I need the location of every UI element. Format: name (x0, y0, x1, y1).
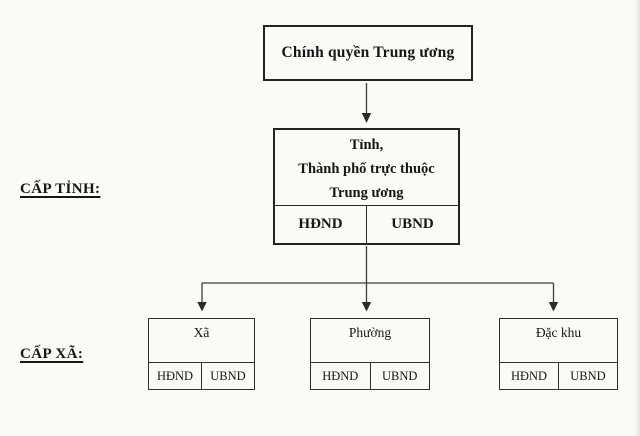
province-council-cell: HĐND (275, 206, 367, 243)
province-cells-row: HĐND UBND (275, 206, 458, 243)
arrow-down-icon (197, 302, 207, 312)
commune-box-dac-khu: Đặc khu HĐND UBND (499, 318, 618, 390)
commune-cells-row: HĐND UBND (500, 363, 617, 389)
province-box: Tỉnh, Thành phố trực thuộc Trung ương HĐ… (273, 128, 460, 245)
commune-committee-cell: UBND (382, 368, 418, 383)
side-label-province-level: CẤP TỈNH: (20, 181, 101, 197)
commune-council-cell: HĐND (311, 363, 371, 389)
commune-council-cell: HĐND (500, 363, 559, 389)
commune-title: Đặc khu (500, 319, 617, 363)
commune-committee-cell: UBND (570, 368, 606, 383)
arrow-down-icon (361, 83, 372, 123)
commune-committee-cell: UBND (210, 368, 246, 383)
central-government-box: Chính quyền Trung ương (263, 25, 473, 81)
arrow-down-icon (548, 302, 559, 312)
commune-council-cell: HĐND (149, 363, 202, 389)
commune-title: Xã (149, 319, 254, 363)
commune-box-xa: Xã HĐND UBND (148, 318, 255, 390)
commune-title: Phường (311, 319, 429, 363)
province-title-line: Trung ương (329, 185, 404, 201)
province-title: Tỉnh, Thành phố trực thuộc Trung ương (275, 130, 458, 206)
arrow-down-icon (361, 302, 372, 312)
commune-cells-row: HĐND UBND (311, 363, 429, 389)
province-title-line: Tỉnh, (349, 137, 384, 153)
province-title-line: Thành phố trực thuộc (298, 161, 435, 177)
side-label-commune-level: CẤP XÃ: (20, 346, 84, 362)
branch-connector (197, 246, 559, 312)
province-committee-cell: UBND (391, 216, 434, 232)
central-government-label: Chính quyền Trung ương (281, 44, 455, 61)
commune-box-phuong: Phường HĐND UBND (310, 318, 430, 390)
commune-cells-row: HĐND UBND (149, 363, 254, 389)
scan-edge-artifact (635, 0, 640, 436)
